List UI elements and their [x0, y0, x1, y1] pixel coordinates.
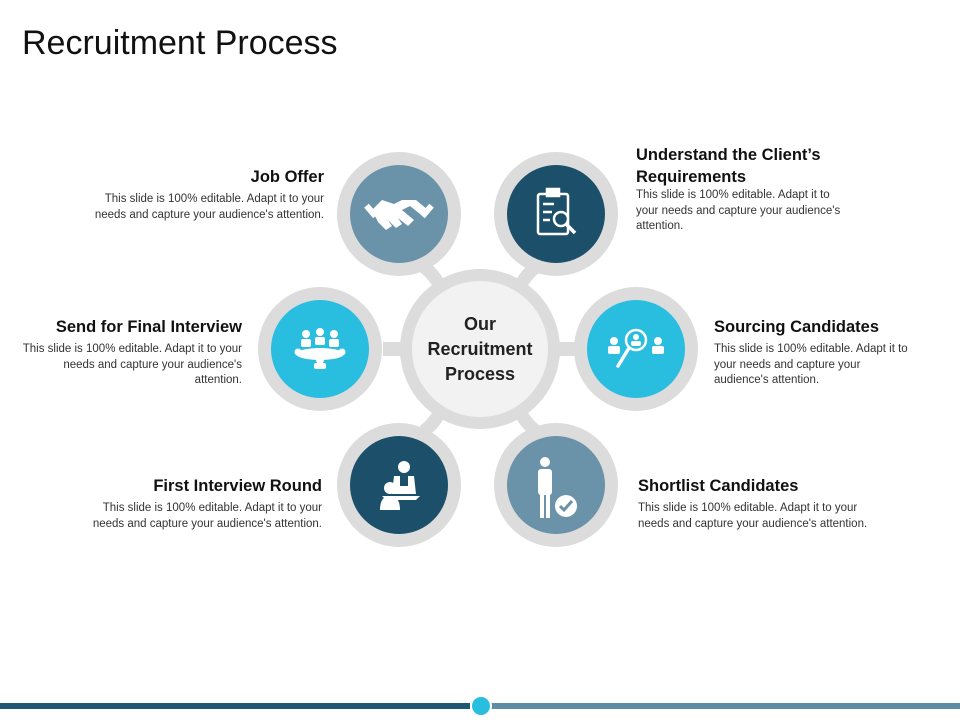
connector-sourcing: [556, 342, 577, 356]
step-description: This slide is 100% editable. Adapt it to…: [636, 189, 841, 232]
step-description: This slide is 100% editable. Adapt it to…: [714, 343, 908, 386]
node-shortlist: [494, 423, 618, 547]
clipboard-search-icon: [536, 187, 577, 236]
step-client-requirements: Understand the Client’s Requirements Thi…: [636, 144, 852, 235]
center-line-3: Process: [444, 364, 516, 384]
node-client-requirements: [494, 152, 618, 276]
step-description: This slide is 100% editable. Adapt it to…: [22, 343, 242, 386]
step-heading: First Interview Round: [153, 477, 322, 495]
center-line-2: Recruitment: [427, 339, 533, 359]
node-job-offer: [337, 152, 461, 276]
node-sourcing: [574, 287, 698, 411]
footer-bar-left: [0, 703, 470, 709]
page-title: Recruitment Process: [22, 24, 338, 62]
people-search-icon: [608, 328, 664, 368]
footer-bar-dot: [470, 695, 492, 717]
center-label: Our Recruitment Process: [408, 312, 552, 387]
footer-progress-bar: [0, 695, 960, 717]
center-node: [400, 269, 560, 429]
connector-final-interview: [383, 342, 404, 356]
step-sourcing: Sourcing Candidates This slide is 100% e…: [714, 316, 918, 389]
step-heading: Send for Final Interview: [55, 318, 242, 336]
footer-bar-right: [490, 703, 960, 709]
step-heading: Job Offer: [250, 168, 324, 186]
step-heading: Shortlist Candidates: [638, 477, 799, 495]
step-heading: Sourcing Candidates: [714, 318, 880, 336]
node-final-interview: [258, 287, 382, 411]
step-heading: Understand the Client’s Requirements: [636, 146, 821, 186]
center-line-1: Our: [463, 314, 496, 334]
node-first-interview: [337, 423, 461, 547]
step-first-interview: First Interview Round This slide is 100%…: [90, 475, 322, 532]
step-job-offer: Job Offer This slide is 100% editable. A…: [90, 166, 324, 223]
handshake-icon: [364, 200, 434, 230]
meeting-table-icon: [294, 328, 346, 369]
step-shortlist: Shortlist Candidates This slide is 100% …: [638, 475, 868, 532]
step-final-interview: Send for Final Interview This slide is 1…: [22, 316, 242, 389]
interview-icon: [380, 461, 420, 510]
person-check-icon: [538, 457, 577, 518]
step-description: This slide is 100% editable. Adapt it to…: [638, 502, 868, 530]
step-description: This slide is 100% editable. Adapt it to…: [92, 502, 322, 530]
step-description: This slide is 100% editable. Adapt it to…: [94, 193, 324, 221]
